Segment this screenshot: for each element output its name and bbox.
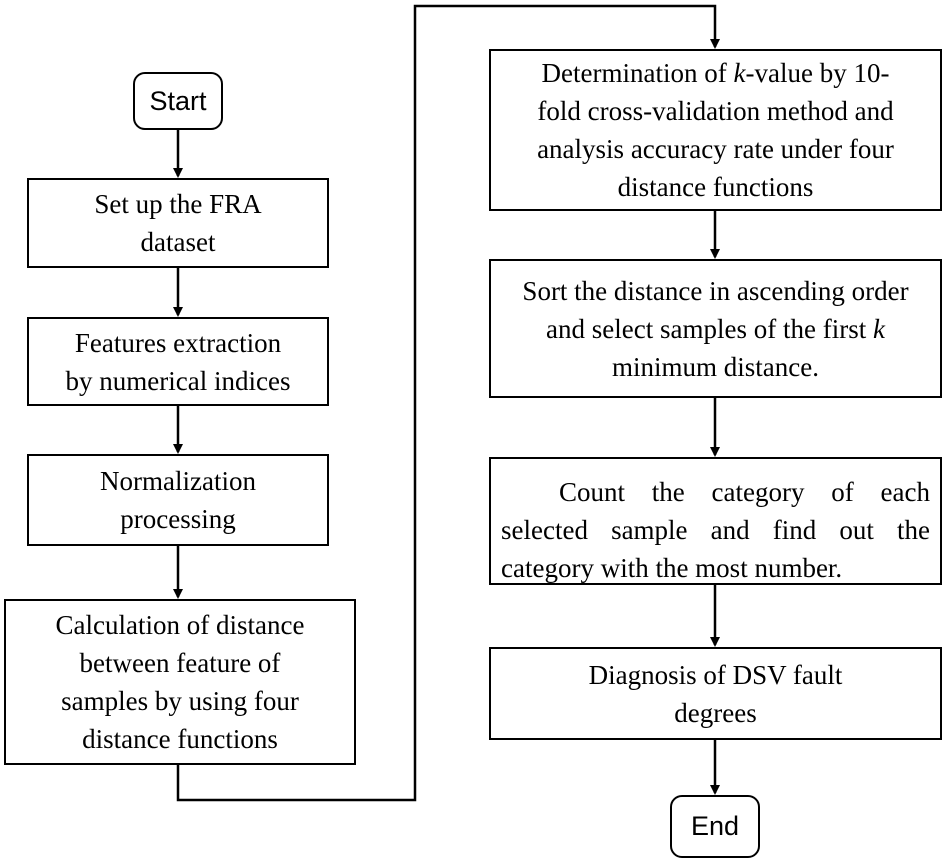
distance-calculation-line-4: distance functions — [82, 724, 278, 754]
distance-calculation-line-2: between feature of — [79, 648, 281, 678]
sort-distance-box: Sort the distance in ascending order and… — [489, 259, 942, 398]
normalization-box: Normalization processing — [27, 454, 329, 546]
feature-extraction-box: Features extraction by numerical indices — [27, 317, 329, 406]
setup-dataset-line-2: dataset — [140, 227, 216, 257]
feature-extraction-line-1: Features extraction — [74, 327, 282, 358]
setup-dataset-box: Set up the FRA dataset — [27, 178, 329, 268]
diagnosis-line-2: degrees — [674, 697, 757, 728]
kvalue-determination-box: Determination of k-value by 10- fold cro… — [489, 49, 942, 211]
distance-calculation-box: Calculation of distance between feature … — [4, 599, 356, 765]
kvalue-line-1: Determination of k-value by 10- — [541, 58, 890, 88]
kvalue-line-2: fold cross-validation method and — [537, 96, 894, 126]
normalization-line-1: Normalization — [100, 466, 256, 496]
k-variable: k — [872, 313, 885, 344]
end-node: End — [670, 795, 760, 858]
diagnosis-line-1: Diagnosis of DSV fault — [588, 659, 843, 690]
diagnosis-box: Diagnosis of DSV fault degrees — [489, 647, 942, 740]
sort-line-1: Sort the distance in ascending order — [522, 275, 909, 306]
arrow-distance-to-kvalue — [176, 4, 720, 802]
setup-dataset-line-1: Set up the FRA — [94, 189, 262, 219]
distance-calculation-line-3: samples by using four — [61, 686, 299, 716]
normalization-line-2: processing — [120, 504, 236, 534]
kvalue-line-3: analysis accuracy rate under four — [537, 134, 894, 164]
k-variable: k — [733, 58, 746, 88]
kvalue-line-4: distance functions — [617, 172, 814, 202]
end-label: End — [690, 811, 740, 841]
feature-extraction-line-2: by numerical indices — [65, 365, 291, 396]
count-category-text: Count the category of each selected samp… — [501, 477, 930, 583]
sort-line-2: and select samples of the first k — [546, 313, 885, 344]
start-label: Start — [149, 85, 207, 116]
distance-calculation-line-1: Calculation of distance — [55, 610, 305, 640]
count-category-box: Count the category of each selected samp… — [489, 457, 942, 585]
sort-line-3: minimum distance. — [612, 351, 819, 382]
start-node: Start — [133, 72, 223, 130]
